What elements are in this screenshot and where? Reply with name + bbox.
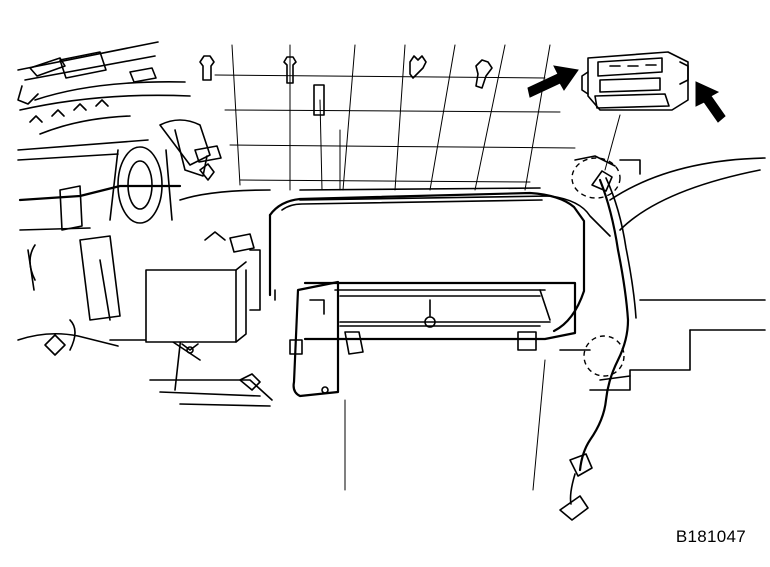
- center-panel: [268, 187, 611, 398]
- control-module: [145, 261, 247, 354]
- connector-icon: [581, 51, 689, 111]
- figure-code: B181047: [675, 527, 746, 546]
- right-body-panel: [559, 155, 766, 391]
- leader-lines: [214, 44, 621, 491]
- arrow-icon: [527, 65, 579, 98]
- callout-circle: [571, 157, 621, 199]
- wire-harness: [559, 170, 637, 521]
- callout-circle: [583, 335, 625, 377]
- left-panel-assembly: [17, 41, 273, 407]
- clips: [199, 55, 493, 116]
- arrow-icon: [695, 81, 726, 123]
